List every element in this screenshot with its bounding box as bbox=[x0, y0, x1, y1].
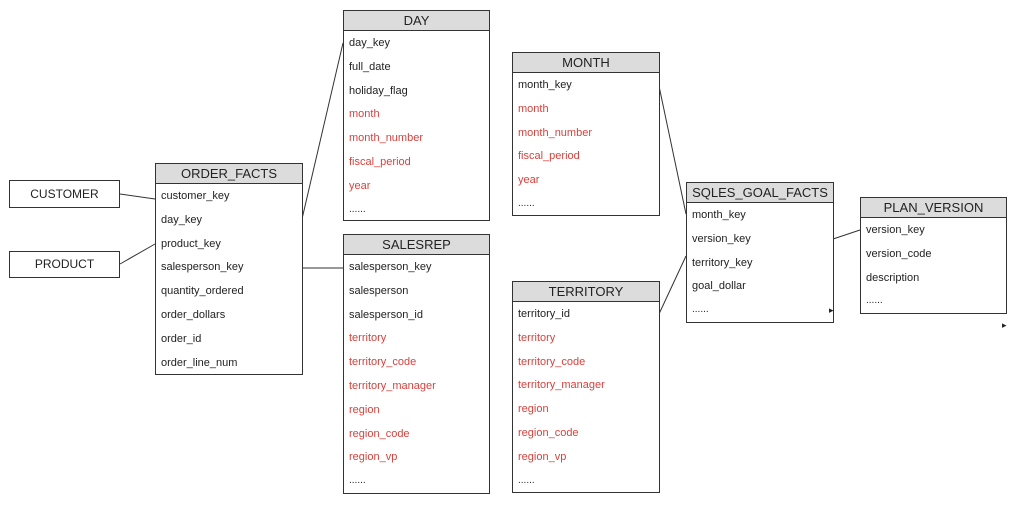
entity-field: salesperson_id bbox=[349, 308, 423, 321]
stray-dot-mark: ▸ bbox=[829, 305, 834, 315]
entity-field: day_key bbox=[161, 213, 202, 226]
entity-field: territory_manager bbox=[349, 379, 436, 392]
entity-field: territory_code bbox=[349, 356, 417, 369]
entity-field: month_key bbox=[518, 79, 572, 91]
entity-field: region bbox=[518, 403, 549, 416]
entity-field: day_key bbox=[349, 37, 390, 49]
entity-field: version_code bbox=[866, 247, 932, 260]
salesrep-header: SALESREP bbox=[344, 235, 489, 255]
entity-field: goal_dollar bbox=[692, 280, 746, 293]
salesrep-fields: salesperson_key salesperson salesperson_id… bbox=[344, 255, 489, 493]
entity-field: product_key bbox=[161, 237, 221, 250]
customer-entity[interactable]: CUSTOMER bbox=[9, 180, 120, 208]
entity-field: month bbox=[349, 108, 380, 121]
connector-month-sqles-goal-facts bbox=[658, 85, 687, 215]
entity-field: ...... bbox=[349, 475, 366, 487]
entity-field: salesperson_key bbox=[349, 261, 432, 273]
entity-field: order_id bbox=[161, 332, 202, 345]
entity-field: region bbox=[349, 403, 380, 416]
entity-field: fiscal_period bbox=[518, 150, 580, 163]
entity-field: year bbox=[518, 174, 540, 187]
entity-field: territory_key bbox=[692, 256, 753, 269]
order-facts-header: ORDER_FACTS bbox=[156, 164, 302, 184]
entity-field: region_code bbox=[518, 426, 579, 439]
entity-field: salesperson_key bbox=[161, 261, 244, 274]
entity-field: region_vp bbox=[518, 450, 567, 463]
territory-header: TERRITORY bbox=[513, 282, 659, 302]
sqles-goal-facts-header: SQLES_GOAL_FACTS bbox=[687, 183, 833, 203]
connector-sqles-goal-facts-plan-version bbox=[832, 229, 861, 240]
customer-entity-label: CUSTOMER bbox=[30, 187, 99, 201]
entity-field: ...... bbox=[518, 197, 535, 209]
connector-order-facts-day bbox=[301, 42, 344, 220]
entity-field: customer_key bbox=[161, 190, 230, 202]
connector-territory-sqles-goal-facts bbox=[658, 255, 687, 315]
entity-field: ...... bbox=[349, 203, 366, 215]
entity-field: territory_manager bbox=[518, 379, 605, 392]
entity-field: ...... bbox=[866, 295, 883, 307]
order-facts-entity[interactable]: ORDER_FACTS customer_key day_key product_k… bbox=[155, 163, 303, 375]
entity-field: month_number bbox=[518, 126, 592, 139]
entity-field: holiday_flag bbox=[349, 84, 408, 97]
entity-field: fiscal_period bbox=[349, 155, 411, 168]
entity-field: description bbox=[866, 271, 920, 284]
plan-version-header: PLAN_VERSION bbox=[861, 198, 1006, 218]
entity-field: order_dollars bbox=[161, 308, 226, 321]
entity-field: region_code bbox=[349, 427, 410, 440]
entity-field: quantity_ordered bbox=[161, 285, 244, 298]
entity-field: month_number bbox=[349, 132, 423, 145]
order-facts-fields: customer_key day_key product_key salesperso… bbox=[156, 184, 302, 374]
entity-field: month_key bbox=[692, 209, 746, 221]
plan-version-fields: version_key version_code description...... bbox=[861, 218, 1006, 313]
connector-product-order-facts bbox=[119, 243, 156, 265]
entity-field: order_line_num bbox=[161, 356, 238, 369]
month-header: MONTH bbox=[513, 53, 659, 73]
entity-field: version_key bbox=[692, 232, 751, 245]
entity-field: territory_code bbox=[518, 355, 586, 368]
entity-field: salesperson bbox=[349, 284, 409, 297]
entity-field: full_date bbox=[349, 60, 391, 73]
entity-field: ...... bbox=[518, 474, 535, 486]
sqles-goal-facts-fields: month_key version_key territory_key goal_do… bbox=[687, 203, 833, 322]
entity-field: version_key bbox=[866, 224, 925, 236]
entity-field: territory bbox=[518, 331, 556, 344]
product-entity[interactable]: PRODUCT bbox=[9, 251, 120, 278]
entity-field: month bbox=[518, 102, 549, 115]
day-header: DAY bbox=[344, 11, 489, 31]
entity-field: ...... bbox=[692, 304, 709, 316]
entity-field: territory bbox=[349, 332, 387, 345]
connector-customer-order-facts bbox=[119, 193, 156, 200]
product-entity-label: PRODUCT bbox=[34, 257, 95, 271]
entity-field: year bbox=[349, 179, 371, 192]
stray-dot-mark: ▸ bbox=[1002, 320, 1007, 330]
entity-field: territory_id bbox=[518, 308, 570, 320]
entity-field: region_vp bbox=[349, 451, 398, 464]
